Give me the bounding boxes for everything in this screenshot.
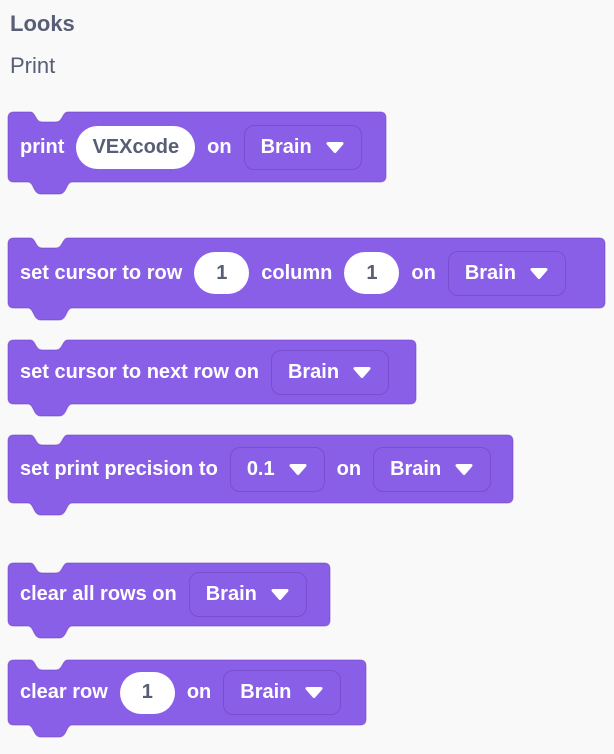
dropdown-caret-icon <box>271 589 289 600</box>
dropdown-value: Brain <box>205 583 257 605</box>
column-number-input[interactable]: 1 <box>344 252 400 294</box>
dropdown-caret-icon <box>289 463 307 475</box>
dropdown-caret-icon <box>305 687 323 698</box>
block-set-cursor-to-next-row[interactable]: set cursor to next row on Brain <box>7 339 417 417</box>
block-label-on: on <box>411 261 436 284</box>
block-set-print-precision[interactable]: set print precision to 0.1 on Brain <box>7 434 514 516</box>
row-number-input[interactable]: 1 <box>194 252 250 294</box>
print-text-input[interactable]: VEXcode <box>76 125 196 169</box>
block-label: set cursor to next row on <box>20 360 259 383</box>
dropdown-caret-icon <box>530 267 548 279</box>
block-label: print <box>20 135 65 158</box>
dropdown-value: Brain <box>260 135 312 158</box>
block-print[interactable]: print VEXcode on Brain <box>7 111 387 195</box>
dropdown-value: Brain <box>240 681 292 703</box>
device-dropdown[interactable]: Brain <box>270 349 390 395</box>
block-label: set print precision to <box>20 457 218 480</box>
block-clear-all-rows[interactable]: clear all rows on Brain <box>7 562 331 639</box>
block-label: clear row <box>20 681 108 703</box>
dropdown-value: 0.1 <box>246 457 275 480</box>
block-label-on: on <box>207 135 232 158</box>
dropdown-caret-icon <box>455 463 473 475</box>
dropdown-caret-icon <box>326 141 344 153</box>
device-dropdown[interactable]: Brain <box>447 250 566 296</box>
block-label: clear all rows on <box>20 583 177 605</box>
precision-dropdown[interactable]: 0.1 <box>229 446 325 492</box>
row-number-input[interactable]: 1 <box>119 671 175 714</box>
dropdown-caret-icon <box>353 366 371 378</box>
block-set-cursor-to-row-column[interactable]: set cursor to row 1 column 1 on Brain <box>7 237 606 321</box>
device-dropdown[interactable]: Brain <box>243 124 362 170</box>
dropdown-value: Brain <box>464 261 516 284</box>
block-clear-row[interactable]: clear row 1 on Brain <box>7 659 367 738</box>
block-label-column: column <box>261 261 333 284</box>
dropdown-value: Brain <box>390 457 442 480</box>
device-dropdown[interactable]: Brain <box>188 572 307 617</box>
category-header-looks: Looks <box>10 11 75 36</box>
block-label: set cursor to row <box>20 261 183 284</box>
dropdown-value: Brain <box>287 360 340 383</box>
device-dropdown[interactable]: Brain <box>223 670 342 715</box>
section-header-print: Print <box>10 53 56 78</box>
block-label-on: on <box>336 457 362 480</box>
block-label-on: on <box>186 681 212 703</box>
device-dropdown[interactable]: Brain <box>373 446 492 492</box>
